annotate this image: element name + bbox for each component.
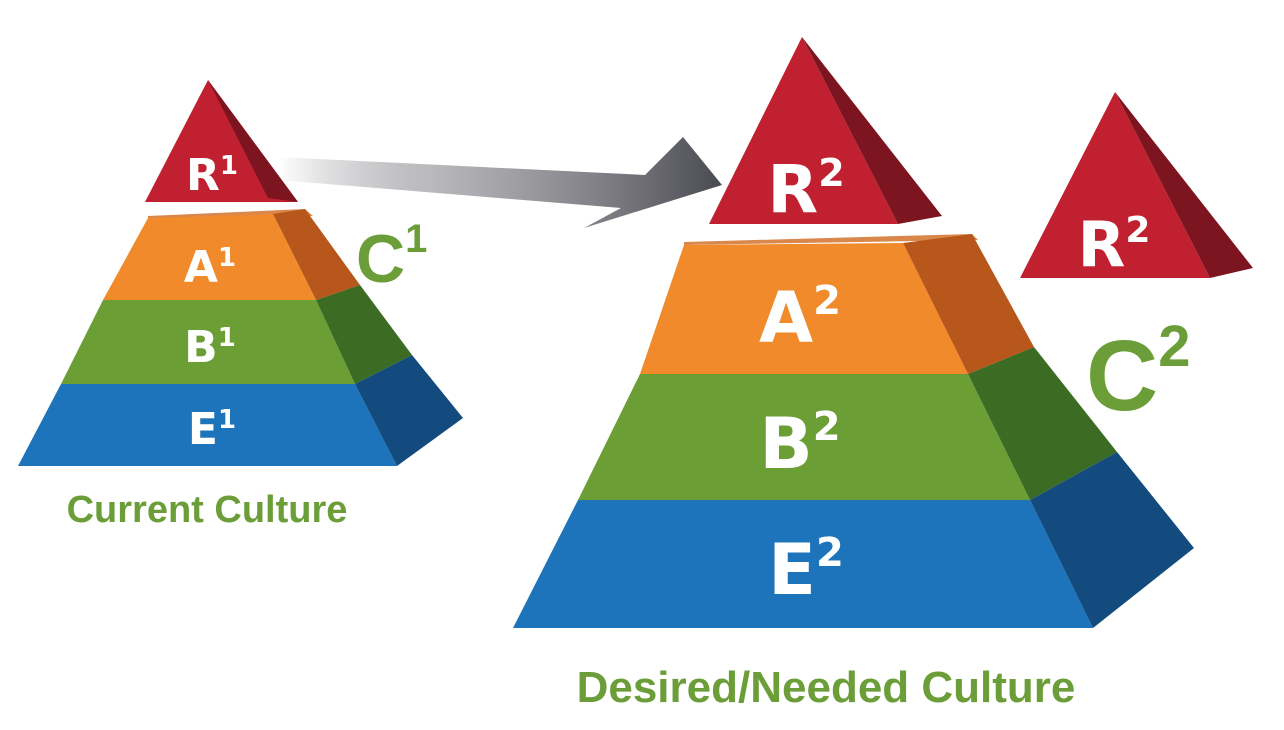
detached-r-label: R2 xyxy=(1078,208,1151,281)
current-culture-pyramid: R1 A1 B1 E1 xyxy=(18,80,463,531)
desired-r-side xyxy=(802,37,942,224)
desired-a-front xyxy=(640,243,968,374)
current-b-side xyxy=(316,285,412,384)
arrow-shape xyxy=(278,137,722,228)
detached-r-side xyxy=(1115,92,1253,278)
desired-b-side xyxy=(968,347,1117,500)
detached-r-pyramid: R2 xyxy=(1020,92,1253,281)
current-culture-caption: Current Culture xyxy=(67,489,348,531)
desired-c-label: C2 xyxy=(1086,314,1190,432)
detached-r-front xyxy=(1020,92,1210,278)
current-e-side xyxy=(355,355,463,466)
current-r-tier: R1 xyxy=(145,80,298,202)
current-e-front xyxy=(18,384,397,466)
desired-b-tier: B2 xyxy=(578,347,1117,500)
current-e-tier: E1 xyxy=(18,355,463,466)
desired-e-tier: E2 xyxy=(513,452,1194,628)
desired-e-side xyxy=(1030,452,1194,628)
current-b-front xyxy=(61,300,355,384)
current-a-tier: A1 xyxy=(103,209,360,300)
current-c-label: C1 xyxy=(356,217,427,297)
current-a-side xyxy=(273,209,360,300)
desired-a-top-face xyxy=(684,234,978,245)
current-b-tier: B1 xyxy=(61,285,412,384)
current-a-front xyxy=(103,214,316,300)
desired-e-label: E2 xyxy=(768,529,844,611)
desired-r-front xyxy=(709,37,898,224)
desired-b-label: B2 xyxy=(759,403,840,485)
desired-culture-pyramid: R2 A2 B2 E2 xyxy=(513,37,1194,712)
desired-a-side xyxy=(903,234,1034,374)
transition-arrow xyxy=(278,137,722,228)
current-r-side xyxy=(208,80,298,202)
current-b-label: B1 xyxy=(184,322,236,373)
desired-a-tier: A2 xyxy=(640,234,1034,374)
desired-a-label: A2 xyxy=(759,277,841,359)
current-a-label: A1 xyxy=(184,242,236,293)
desired-r-tier: R2 xyxy=(709,37,942,228)
current-e-label: E1 xyxy=(188,404,236,455)
desired-r-label: R2 xyxy=(767,151,844,228)
desired-culture-caption: Desired/Needed Culture xyxy=(577,663,1076,712)
desired-e-front xyxy=(513,500,1093,628)
current-r-label: R1 xyxy=(186,150,238,201)
desired-b-front xyxy=(578,374,1030,500)
